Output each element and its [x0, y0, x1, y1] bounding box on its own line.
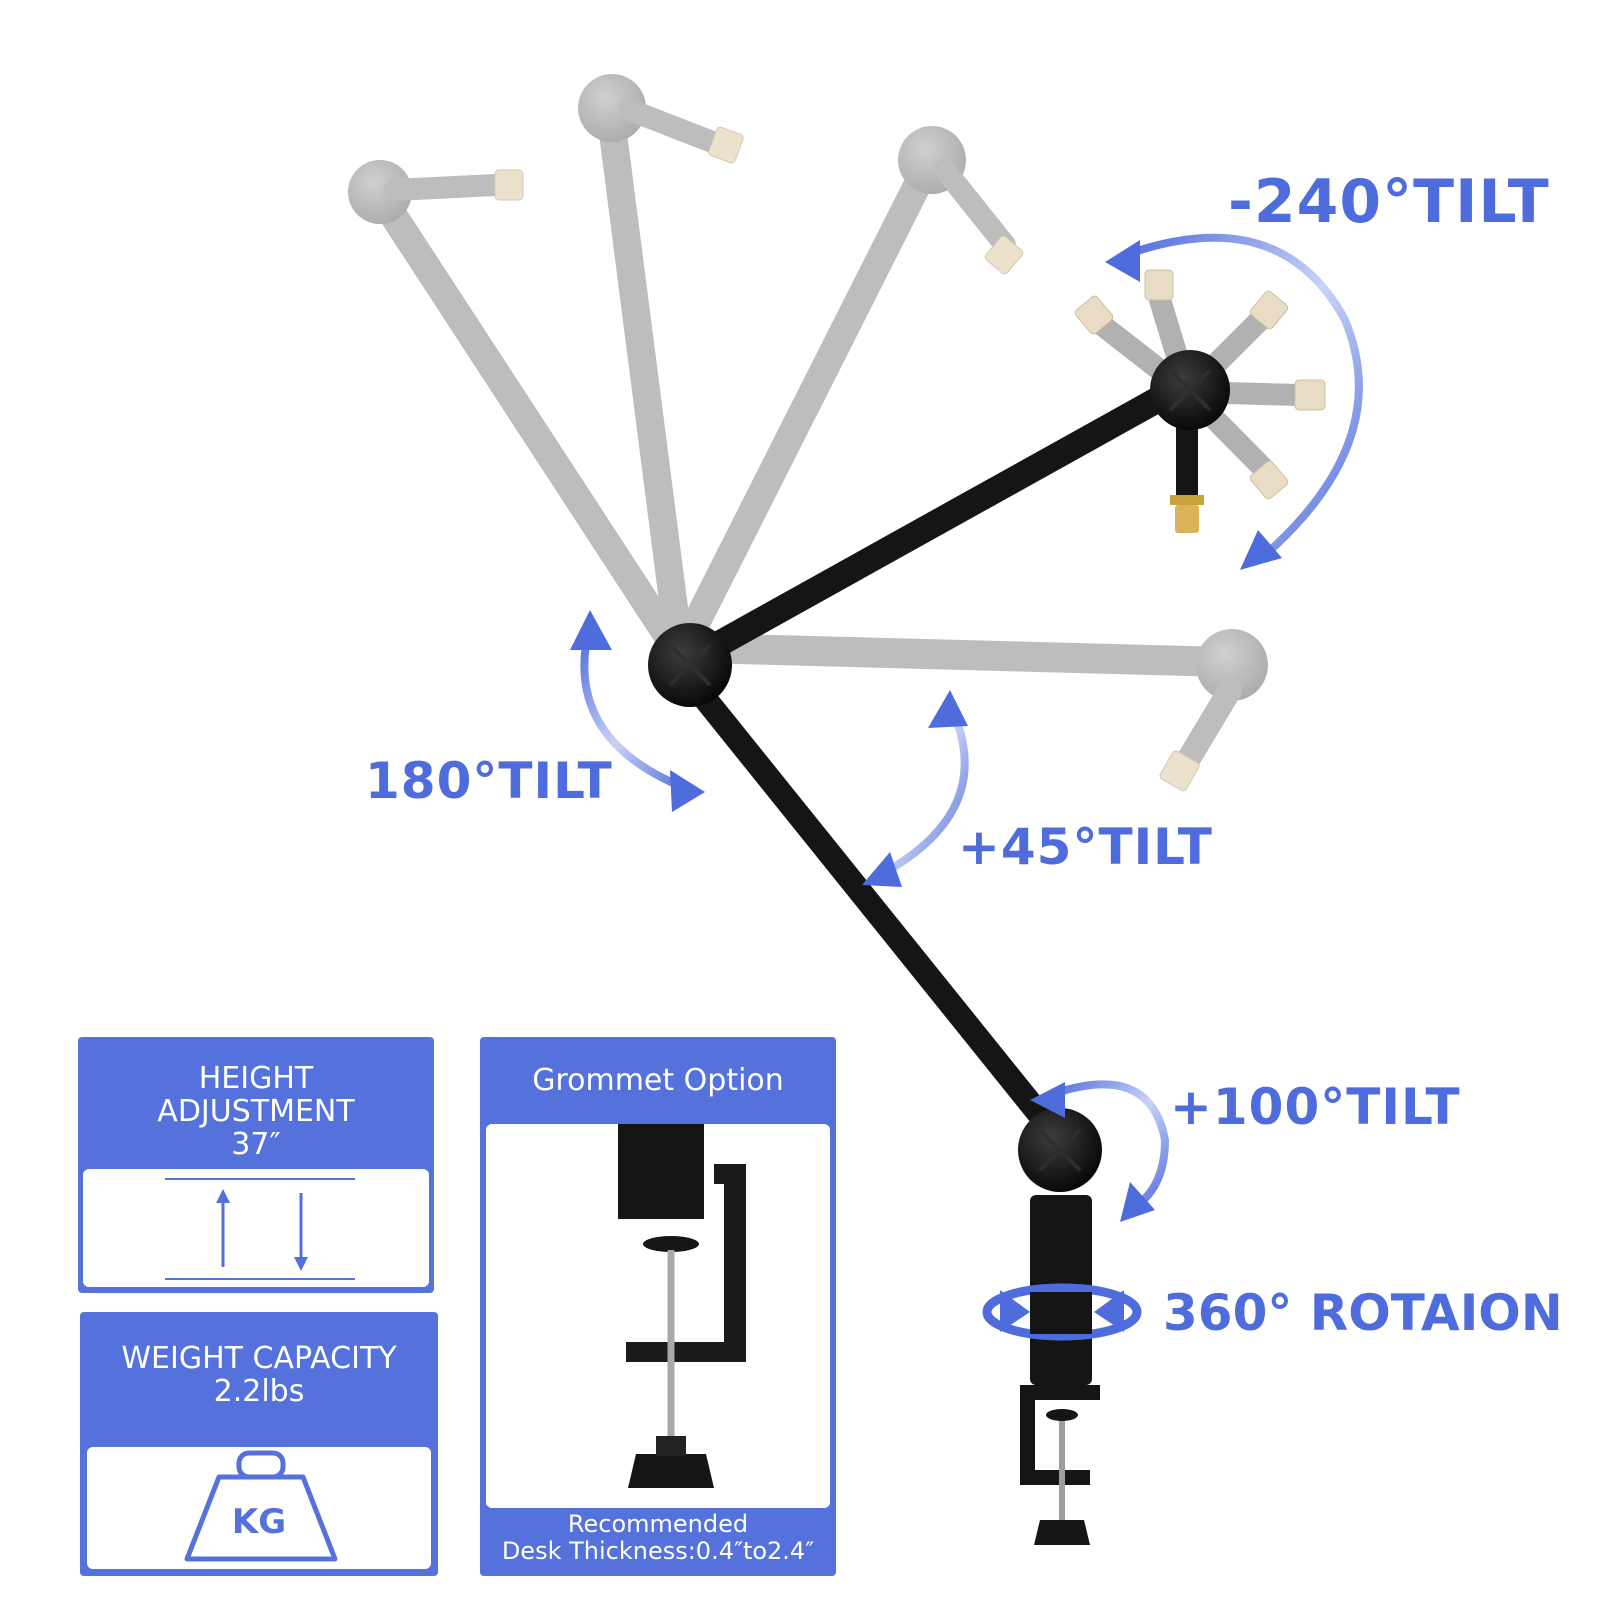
grommet-clamp-illustration — [618, 1124, 746, 1488]
grommet-foot-line-1: Recommended — [567, 1510, 749, 1538]
rotation-360-label: 360° ROTAION — [1163, 1284, 1563, 1342]
height-card-panel — [83, 1169, 429, 1287]
height-adjustment-card: HEIGHT ADJUSTMENT 37″ — [78, 1037, 434, 1293]
weight-card-title: WEIGHT CAPACITY 2.2lbs — [80, 1342, 438, 1408]
curved-arrow-icon — [1121, 233, 1363, 559]
height-card-title: HEIGHT ADJUSTMENT 37″ — [78, 1062, 434, 1161]
tilt-100-label: +100°TILT — [1170, 1078, 1461, 1136]
tilt-45-label: +45°TILT — [958, 818, 1213, 876]
weight-kg-label: KG — [231, 1502, 287, 1542]
grommet-foot-line-2: Desk Thickness:0.4″to2.4″ — [501, 1537, 815, 1565]
tilt-180-label: 180°TILT — [365, 752, 613, 810]
weight-capacity-card: WEIGHT CAPACITY 2.2lbs KG — [80, 1312, 438, 1576]
curved-arrow-icon — [876, 701, 969, 879]
grommet-option-card: Grommet Option Recommended Desk Thicknes… — [480, 1037, 836, 1576]
weight-line-2: 2.2lbs — [213, 1374, 305, 1409]
up-down-arrows-icon — [165, 1178, 355, 1280]
tilt-240-label: -240°TILT — [1228, 167, 1550, 237]
weight-kg-icon — [184, 1450, 338, 1562]
height-line-2: ADJUSTMENT — [157, 1094, 355, 1129]
grommet-card-panel — [486, 1124, 830, 1508]
curved-arrow-icon — [1046, 1080, 1170, 1214]
curved-arrow-icon — [580, 621, 694, 794]
tilt-arrows — [580, 233, 1363, 1214]
arrowheads — [570, 240, 1282, 1222]
height-line-1: HEIGHT — [198, 1061, 314, 1096]
weight-card-panel: KG — [87, 1447, 431, 1569]
grommet-card-title: Grommet Option — [532, 1063, 784, 1098]
ghost-arm-positions — [348, 74, 1268, 792]
rotation-arrow-icon — [982, 1283, 1142, 1341]
grommet-card-footer: Recommended Desk Thickness:0.4″to2.4″ — [480, 1511, 836, 1565]
weight-line-1: WEIGHT CAPACITY — [121, 1341, 397, 1376]
height-line-3: 37″ — [231, 1127, 281, 1162]
